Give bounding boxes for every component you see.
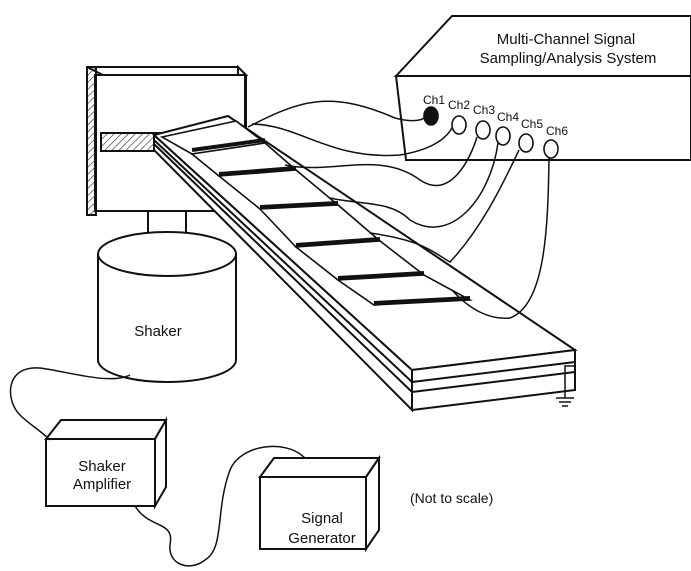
beam-front-end	[411, 348, 576, 412]
wire-ch2	[251, 123, 453, 157]
channel-connectors	[423, 106, 559, 159]
ch2-connector	[451, 115, 467, 135]
generator-label-line2: Generator	[288, 530, 356, 547]
analysis-system-front-face	[394, 75, 691, 161]
clamp-wall-hatch	[86, 66, 97, 216]
channel-label-ch2: Ch2	[448, 98, 470, 112]
ground-wire	[564, 365, 575, 398]
wire-ch4	[329, 142, 499, 228]
ch4-connector	[495, 126, 511, 146]
ch6-connector	[543, 139, 559, 159]
beam-clamp-hatch	[100, 132, 162, 152]
amplifier-label-line2: Amplifier	[73, 476, 131, 493]
amplifier-top-face	[43, 419, 168, 440]
system-label-line1: Multi-Channel Signal	[497, 31, 635, 48]
cable-amplifier-to-generator	[134, 445, 306, 567]
sensor-wires	[247, 100, 550, 319]
system-label-line2: Sampling/Analysis System	[480, 50, 657, 67]
shaker-body	[97, 231, 237, 383]
ch3-connector	[475, 120, 491, 140]
channel-label-ch4: Ch4	[497, 110, 519, 124]
wire-ch3	[284, 136, 478, 187]
wire-ch6	[451, 157, 550, 319]
patch-bar-1	[191, 138, 266, 152]
beam-strip-line	[411, 361, 576, 383]
channel-label-ch3: Ch3	[473, 103, 495, 117]
cable-shaker-to-amplifier	[9, 367, 131, 441]
channel-label-ch6: Ch6	[546, 124, 568, 138]
channel-label-ch5: Ch5	[521, 117, 543, 131]
beam-side-inner-2	[153, 143, 413, 393]
beam-strip-line-2	[411, 371, 576, 393]
shaker-cylinder	[97, 254, 237, 383]
cables	[9, 367, 306, 567]
amplifier-box	[43, 416, 168, 510]
scale-note: (Not to scale)	[410, 490, 493, 506]
wire-ch1	[247, 100, 425, 128]
patch-bar-4	[295, 237, 381, 247]
shaker-label: Shaker	[134, 323, 182, 340]
generator-box	[258, 454, 381, 553]
generator-label-line1: Signal	[301, 510, 343, 527]
patch-bar-2	[218, 166, 297, 176]
patch-bar-6	[373, 296, 471, 305]
analysis-system-box	[393, 15, 691, 161]
ch5-connector	[518, 133, 534, 153]
patch-bar-3	[259, 201, 339, 209]
patch-bar-5	[337, 271, 425, 280]
channel-label-ch1: Ch1	[423, 93, 445, 107]
ch1-connector	[423, 106, 439, 126]
amplifier-front-face	[45, 438, 156, 507]
beam-side-inner	[153, 139, 413, 383]
clamp-top-face	[86, 66, 249, 76]
amplifier-label-line1: Shaker	[78, 458, 126, 475]
shaker-top	[97, 231, 237, 277]
wire-ch5	[369, 149, 520, 263]
patch-divider-bars	[191, 138, 471, 305]
generator-top-face	[258, 457, 381, 478]
ground-symbol	[556, 365, 575, 407]
generator-front-face	[259, 476, 367, 550]
